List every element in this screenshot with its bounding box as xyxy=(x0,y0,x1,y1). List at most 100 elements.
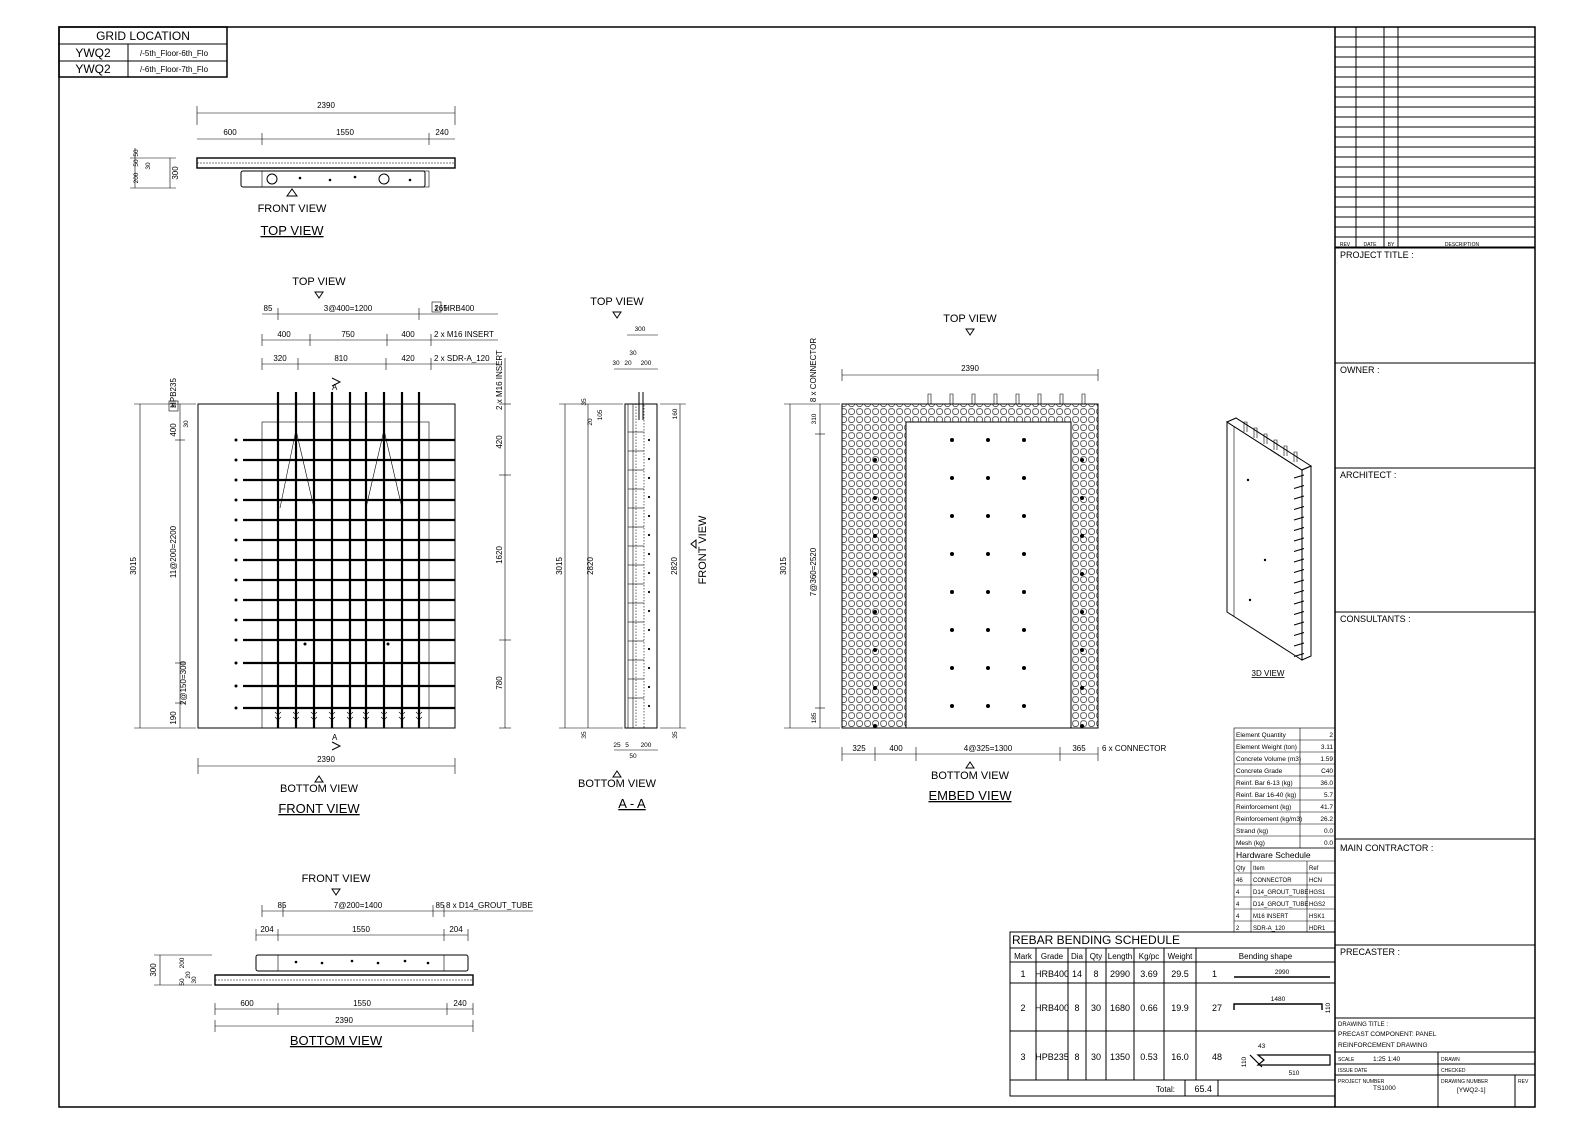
connector-14 xyxy=(873,534,877,538)
grout-tube-mark-6 xyxy=(362,711,370,721)
embed-view-top-connectors xyxy=(927,393,1086,404)
sheet-border xyxy=(58,26,1536,1108)
front-view-title: FRONT VIEW xyxy=(278,801,360,816)
iso-connector-3 xyxy=(1293,495,1305,500)
front-view-note-sdr: 2 x SDR-A_120 xyxy=(434,354,490,363)
bottom-view-dim-30: 30 xyxy=(191,976,198,984)
rebar-cell-1-dia: 14 xyxy=(1072,969,1082,979)
rebar-end-dot-3 xyxy=(234,478,238,482)
rebar-cell-2-kgpc: 0.66 xyxy=(1140,1003,1158,1013)
rev-header-rev: REV xyxy=(1340,242,1351,248)
rebar-cell-1-qty: 8 xyxy=(1093,969,1098,979)
summary-label-2: Element Weight (ton) xyxy=(1236,744,1297,751)
embed-view-bottom-ref: BOTTOM VIEW xyxy=(931,770,1010,782)
connector-10 xyxy=(1080,496,1084,500)
hardware-cell-1-3: HCN xyxy=(1309,878,1322,884)
top-connector-4 xyxy=(993,393,998,404)
section-aa-drawing: TOP VIEW 300 30 30 20 200 3015 35 20 105… xyxy=(555,296,709,811)
section-aa-dim-105: 105 xyxy=(597,409,604,420)
rebar-end-dot-10 xyxy=(234,618,238,622)
connector-29 xyxy=(873,648,877,652)
grout-tube-mark-7 xyxy=(380,711,388,721)
front-view-dim-height: 3015 xyxy=(129,557,138,575)
section-aa-dim-20-left: 20 xyxy=(587,418,594,426)
bottom-view-dim-204b: 204 xyxy=(449,925,463,934)
rebar-end-dot-8 xyxy=(234,578,238,582)
summary-value-8: 26.2 xyxy=(1320,816,1333,823)
bottom-view-dim-300: 300 xyxy=(149,963,158,977)
scale-label: SCALE xyxy=(1338,1057,1355,1063)
embed-view-note-connector-bot: 6 x CONNECTOR xyxy=(1102,744,1167,753)
rev-label: REV xyxy=(1518,1079,1529,1085)
rebar-end-dot-1 xyxy=(234,438,238,442)
connector-33 xyxy=(1022,666,1026,670)
rebar-cell-2-weight: 19.9 xyxy=(1171,1003,1189,1013)
connector-36 xyxy=(950,704,954,708)
rebar-shape-no-3: 48 xyxy=(1212,1052,1222,1062)
top-view-title: TOP VIEW xyxy=(260,223,324,238)
rebar-cell-3-dia: 8 xyxy=(1074,1052,1079,1062)
rebar-header-4: Qty xyxy=(1090,952,1102,961)
connector-8 xyxy=(1022,476,1026,480)
front-view-note-m16: 2 x M16 INSERT xyxy=(434,330,494,339)
connector-24 xyxy=(873,610,877,614)
iso-connector-18 xyxy=(1293,653,1305,657)
hardware-header-1: Qty xyxy=(1236,866,1245,872)
section-bar-dot-7 xyxy=(647,552,651,556)
connector-38 xyxy=(1022,704,1026,708)
precaster-label: PRECASTER : xyxy=(1340,947,1400,957)
connector-3 xyxy=(1022,438,1026,442)
grid-location-row-1-floor: /-5th_Floor-6th_Flo xyxy=(140,49,209,58)
section-aa-dim-30b: 30 xyxy=(612,360,620,367)
rebar-cell-3-mark: 3 xyxy=(1020,1052,1025,1062)
top-view-front-ref: FRONT VIEW xyxy=(258,203,327,215)
iso-connector-17 xyxy=(1293,642,1305,647)
rebar-total-label: Total: xyxy=(1156,1085,1175,1094)
rev-header-by: BY xyxy=(1388,242,1395,248)
iso-top-pin-1 xyxy=(1243,421,1248,432)
grid-location-row-2-floor: /-6th_Floor-7th_Flo xyxy=(140,65,209,74)
bending-shape-1-dim: 2990 xyxy=(1275,969,1290,976)
revision-table xyxy=(1335,36,1535,248)
iso-connector-15 xyxy=(1293,621,1305,626)
section-aa-panel xyxy=(624,403,658,729)
bottom-view-drawing: FRONT VIEW 85 7@200=1400 85 8 x D14_GROU… xyxy=(149,873,533,1048)
rebar-end-dot-14 xyxy=(234,706,238,710)
section-aa-rebar-ticks xyxy=(628,431,651,708)
section-bar-dot-12 xyxy=(647,647,651,651)
rebar-cell-2-dia: 8 xyxy=(1074,1003,1079,1013)
iso-connector-8 xyxy=(1293,548,1305,552)
bending-shape-2-dim: 1480 xyxy=(1271,996,1286,1003)
embed-view-dim-4at325: 4@325=1300 xyxy=(964,744,1013,753)
bending-shape-3-dim3: 110 xyxy=(1241,1056,1248,1067)
grout-tube-mark-1 xyxy=(274,711,282,721)
summary-value-9: 0.0 xyxy=(1324,828,1333,835)
rebar-cell-3-qty: 30 xyxy=(1091,1052,1101,1062)
iso-dot-3 xyxy=(1248,598,1252,602)
rebar-cell-1-mark: 1 xyxy=(1020,969,1025,979)
front-view-dim-810: 810 xyxy=(334,354,348,363)
summary-label-5: Reinf. Bar 6-13 (kg) xyxy=(1236,780,1293,787)
iso-connector-14 xyxy=(1293,611,1305,615)
front-view-bottom-ref: BOTTOM VIEW xyxy=(280,783,359,795)
top-connector-3 xyxy=(971,393,976,404)
top-view-dim-overall: 2390 xyxy=(317,101,335,110)
iso-connector-11 xyxy=(1293,579,1305,584)
hardware-cell-4-2: M16 INSERT xyxy=(1253,914,1289,920)
embed-view-dim-310: 310 xyxy=(811,413,818,424)
rebar-cell-2-length: 1680 xyxy=(1110,1003,1130,1013)
connector-25 xyxy=(1080,610,1084,614)
connector-5 xyxy=(1080,458,1084,462)
rebar-cell-1-length: 2990 xyxy=(1110,969,1130,979)
hardware-header-2: Item xyxy=(1253,866,1265,872)
grout-tube-mark-8 xyxy=(398,711,406,721)
top-connector-7 xyxy=(1059,393,1064,404)
summary-value-7: 41.7 xyxy=(1320,804,1333,811)
top-view-dim-h4: 30 xyxy=(145,162,152,170)
front-view-rebar-grid xyxy=(234,392,455,728)
drawing-title-line-1: PRECAST COMPONENT: PANEL xyxy=(1338,1031,1437,1038)
section-bar-dot-14 xyxy=(647,685,651,689)
top-view-dim-height: 300 xyxy=(171,166,180,180)
